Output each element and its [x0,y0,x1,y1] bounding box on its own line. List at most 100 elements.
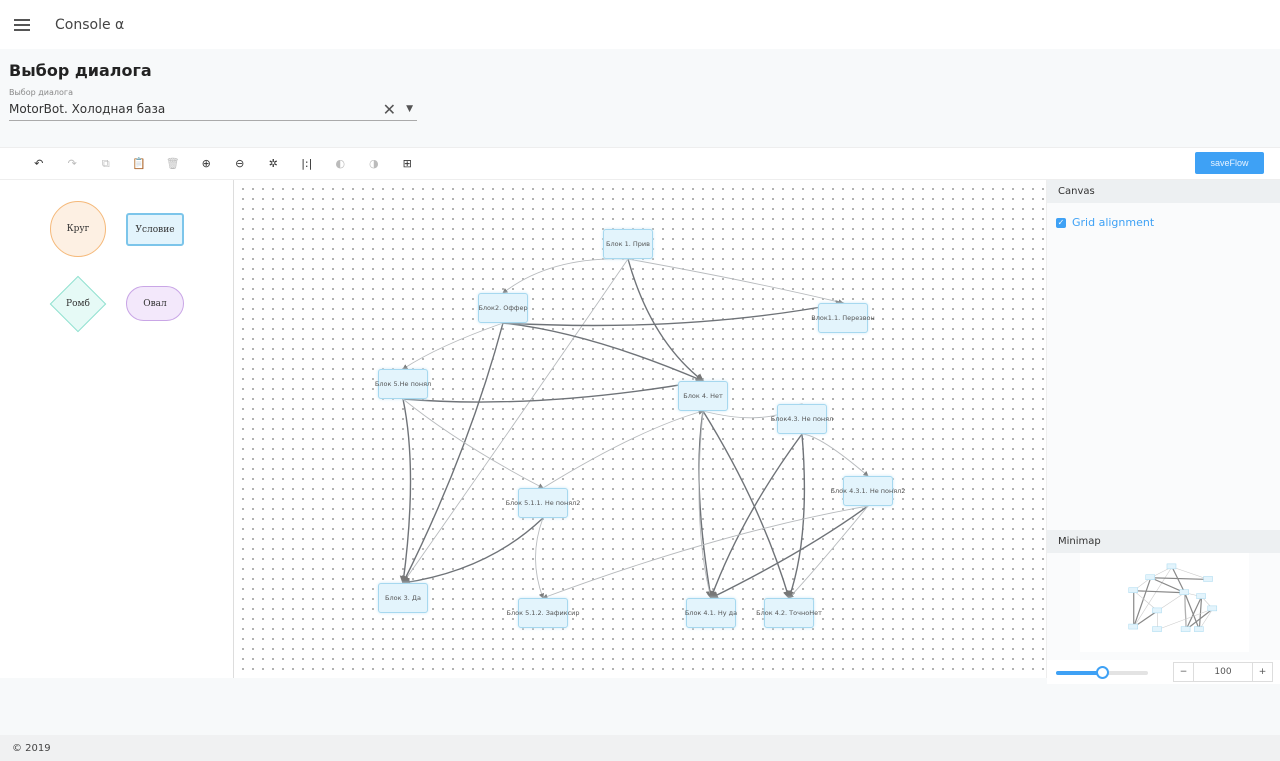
minimap-node [1196,593,1206,599]
canvas-section-title: Canvas [1047,180,1280,203]
minimap-node [1179,589,1189,595]
edges-layer [399,258,869,600]
zoom-out-icon[interactable]: ⊖ [235,156,245,170]
flow-edge[interactable] [627,258,705,382]
flow-node[interactable]: Блок 4.1. Ну да [685,598,737,628]
hamburger-menu-icon[interactable] [14,18,30,31]
zoom-in-icon[interactable]: ⊕ [201,156,211,170]
minimap-edge [1198,596,1203,630]
flow-edge[interactable] [402,322,504,370]
zoom-slider[interactable] [1056,666,1148,679]
to-front-icon[interactable]: ◑ [368,156,379,170]
minimap-edge [1133,590,1158,612]
minimap-edge [1184,592,1200,630]
palette-circle[interactable]: Круг [50,201,106,257]
flow-edge[interactable] [402,398,544,489]
minimap-node [1180,626,1191,632]
minimap-edge [1171,566,1209,580]
flow-node[interactable]: Блок 4. Нет [678,381,728,411]
minimap-node [1166,563,1177,570]
checkbox-checked-icon[interactable]: ✓ [1056,217,1066,228]
flow-node[interactable]: Блок 5.Не понял [375,369,431,399]
minimap-node [1203,576,1213,582]
minimap-edge [1185,608,1214,631]
flow-node[interactable]: Блок2. Оффер [478,293,528,323]
flow-edge[interactable] [698,410,713,599]
flow-edge[interactable] [788,505,869,599]
minimap-title: Minimap [1047,530,1280,553]
flow-node[interactable]: Блок4.3. Не понял [771,404,833,434]
palette-condition[interactable]: Условие [126,213,184,246]
shape-palette: Круг Условие Ромб Овал [0,180,233,678]
palette-condition-label: Условие [135,224,175,235]
copy-icon[interactable]: ⧉ [101,156,110,170]
chevron-down-icon[interactable]: ▼ [406,104,413,114]
minimap-node [1152,607,1162,614]
flow-edge[interactable] [542,505,869,599]
flow-node[interactable]: Блок 4.2. ТочноНет [756,598,822,628]
flow-node[interactable]: Блок 3. Да [378,583,428,613]
undo-icon[interactable]: ↶ [34,156,44,170]
flow-edge[interactable] [402,322,504,585]
minimap-edge [1150,577,1209,581]
flow-node[interactable]: Блок 5.1.1. Не понял2 [506,488,580,518]
zoom-minus-button[interactable]: − [1174,663,1194,681]
minimap-node [1128,623,1138,630]
flow-edge[interactable] [627,258,844,305]
palette-circle-label: Круг [66,224,90,234]
toolbar: ↶ ↷ ⧉ 📋 🗑 ⊕ ⊖ ✲ |:| ◐ ◑ ⊞ saveFlow [0,147,1280,180]
select-all-icon[interactable]: ⊞ [402,156,412,170]
flow-edge[interactable] [702,410,792,600]
minimap-edge [1157,592,1185,612]
flow-edge[interactable] [502,258,629,294]
flow-edge[interactable] [542,409,704,489]
minimap-edge [1184,592,1187,630]
minimap-node [1194,626,1204,632]
actual-size-icon[interactable]: |:| [301,156,313,170]
minimap-graph [1128,563,1218,632]
zoom-stepper[interactable]: − 100 + [1173,662,1273,682]
palette-oval[interactable]: Овал [126,286,184,321]
flow-node[interactable]: Блок 5.1.2. Зафиксир [506,598,580,628]
minimap[interactable] [1080,553,1249,652]
top-bar: Console α [0,0,1280,49]
palette-rhombus-label: Ромб [66,299,90,309]
flow-edge[interactable] [535,517,544,599]
flow-node[interactable]: Влок1.1. Перезвон [811,303,875,333]
flow-edge[interactable] [801,433,869,477]
flow-node[interactable]: Блок 4.3.1. Не понял2 [831,476,905,506]
flow-edge[interactable] [402,258,629,584]
flow-edge[interactable] [399,398,412,585]
dialog-select-value[interactable]: MotorBot. Холодная база [9,102,166,116]
flow-edge[interactable] [502,322,705,383]
minimap-edge [1133,566,1173,628]
flow-node[interactable]: Блок 1. Прив [603,229,653,259]
flow-edge[interactable] [502,300,845,327]
minimap-edge [1133,577,1152,628]
fit-view-icon[interactable]: ✲ [268,156,278,170]
minimap-node [1152,626,1162,632]
flow-edge[interactable] [401,517,544,587]
minimap-node [1145,574,1155,581]
zoom-controls: − 100 + [1047,660,1280,684]
zoom-slider-handle[interactable] [1096,666,1109,679]
flow-edge[interactable] [787,433,806,600]
zoom-plus-button[interactable]: + [1252,663,1272,681]
paste-icon[interactable]: 📋 [132,156,147,170]
dialog-select[interactable]: MotorBot. Холодная база ✕ ▼ [9,98,417,121]
grid-alignment-checkbox[interactable]: ✓ Grid alignment [1056,216,1280,229]
delete-icon[interactable]: 🗑 [165,156,180,170]
redo-icon[interactable]: ↷ [67,156,77,170]
save-flow-button[interactable]: saveFlow [1195,152,1264,174]
flow-edge[interactable] [709,505,869,599]
palette-rhombus[interactable]: Ромб [49,275,107,333]
flow-edge[interactable] [402,378,705,403]
flow-edge[interactable] [698,410,714,600]
properties-panel: Canvas ✓ Grid alignment Minimap − 100 + [1046,180,1280,684]
to-back-icon[interactable]: ◐ [335,156,346,170]
clear-icon[interactable]: ✕ [382,99,397,119]
flow-edge[interactable] [709,433,803,600]
zoom-value-input[interactable]: 100 [1214,667,1232,677]
minimap-edge [1157,608,1213,630]
